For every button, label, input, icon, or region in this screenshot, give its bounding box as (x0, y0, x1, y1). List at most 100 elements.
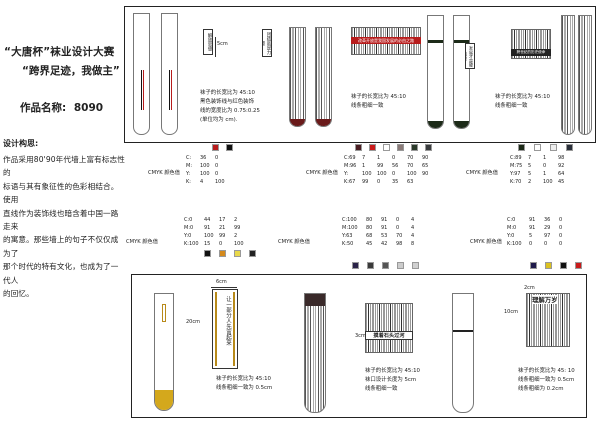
cmyk-cell: 70 (407, 155, 414, 161)
cmyk-cell: 91 (204, 225, 211, 232)
cmyk-cell: K:100 (507, 241, 522, 248)
dim-5cm-label: 5cm (217, 41, 228, 47)
cmyk-cell: M:96 (344, 163, 357, 170)
cmyk-label-5: CMYK 颜色值 (470, 239, 502, 245)
top-note-2: 袜子的长宽比为 45:10 线条粗细一致 (351, 93, 441, 111)
cmyk-cell: 100 (204, 233, 214, 240)
cmyk-cell: 91 (381, 217, 388, 223)
cmyk-cell: 0 (392, 171, 396, 178)
slogan-tag-4: 发展才是硬道理 (465, 43, 475, 69)
cmyk-cell: 0 (544, 241, 548, 248)
note-line: 线条粗细一致 (495, 103, 528, 109)
contest-subtitle: “跨界足迹，我做主” (22, 65, 120, 77)
cmyk-cell: 2 (234, 217, 238, 223)
cmyk-cell: 100 (543, 179, 553, 186)
cmyk-cell: C:0 (184, 217, 193, 223)
cmyk-cell: 99 (377, 163, 384, 170)
cmyk-cell: 99 (362, 179, 369, 186)
bottom-note-1: 袜子的长宽比为 45:10 线条粗细一致为 0.5cm (216, 375, 306, 393)
color-swatch (412, 262, 419, 269)
note-line: 线条粗细一致 (365, 386, 398, 392)
contest-title: “大唐杯”袜业设计大赛 (4, 46, 115, 58)
bottom-design-panel: 6cm 20cm 让一部分人先富起来 3cm 摸着石头过河 袜子的长宽比为 45… (131, 274, 587, 418)
cmyk-cell: 4 (200, 179, 204, 186)
bottom-note-2: 袜子的长宽比为 45:10 袜口设计长度为 5cm 线条粗细一致 (365, 367, 455, 394)
note-line: 黑色装饰线与红色装饰 (200, 99, 254, 105)
cmyk-cell: K:50 (342, 241, 354, 248)
color-swatch (530, 262, 537, 269)
dim-line (211, 287, 237, 288)
cmyk-cell: 100 (200, 163, 210, 170)
cmyk-cell: M:75 (510, 163, 523, 170)
cmyk-cell: 7 (362, 155, 366, 161)
color-swatch (355, 144, 362, 151)
top-design-panel: 解放思想 5cm 团结就是力量 袜子的长宽比为 45:10 黑色装饰线与红色装饰… (124, 6, 596, 143)
cmyk-cell: 1 (377, 155, 381, 161)
slogan-tag-5: 跨世纪的历史使命 (511, 49, 551, 56)
cmyk-cell: 91 (529, 217, 536, 223)
slogan-tag-b2: 让一部分人先富起来 (225, 296, 231, 346)
concept-line: 直线作为装饰线也暗含着中国一路走来 (3, 208, 119, 232)
sock-6 (304, 293, 326, 413)
cmyk-cell: 0 (215, 155, 219, 161)
cmyk-cell: 100 (377, 171, 387, 178)
cmyk-cell: 56 (392, 163, 399, 170)
cmyk-cell: C: (186, 155, 192, 161)
cmyk-cell: 44 (204, 217, 211, 223)
dim-6cm-label: 6cm (216, 279, 227, 285)
cmyk-cell: 0 (396, 225, 400, 232)
color-swatch (383, 144, 390, 151)
note-line: 线的宽度比为 0.75:0.25 (200, 108, 260, 114)
color-swatch (204, 250, 211, 257)
dim-line (215, 37, 216, 57)
sock-2b (315, 27, 332, 127)
cmyk-cell: C:100 (342, 217, 357, 223)
concept-line: 作品采用80'90年代墙上富有标志性的 (3, 155, 125, 178)
cmyk-cell: 53 (381, 233, 388, 240)
color-swatch (212, 144, 219, 151)
cmyk-cell: 4 (411, 217, 415, 223)
bottom-note-3: 袜子的长宽比为 45: 10 线条粗细一致为 0.5cm 线条粗细为 0.2cm (518, 367, 588, 394)
concept-line: 的寓意。那些墙上的句子不仅仅成为了 (3, 235, 119, 258)
cmyk-cell: C:89 (510, 155, 522, 161)
note-line: (单位均为 cm). (200, 117, 238, 123)
cmyk-cell: 35 (392, 179, 399, 186)
cmyk-cell: 2 (528, 179, 532, 186)
cmyk-cell: K:67 (344, 179, 356, 186)
cmyk-cell: 0 (396, 217, 400, 223)
cmyk-cell: Y:0 (184, 233, 192, 240)
color-swatch (249, 250, 256, 257)
cmyk-cell: 70 (407, 163, 414, 170)
note-line: 袜子的长宽比为 45: 10 (518, 368, 575, 374)
cmyk-cell: 1 (543, 155, 547, 161)
sock-3b (453, 15, 470, 129)
cmyk-cell: M:0 (507, 225, 517, 232)
cmyk-cell: 5 (529, 233, 533, 240)
color-swatch (560, 262, 567, 269)
cmyk-cell: M: (186, 163, 192, 170)
sock-7 (452, 293, 474, 413)
top-note-3: 袜子的长宽比为 45:10 线条粗细一致 (495, 93, 585, 111)
sock-5-toe (155, 390, 173, 410)
dim-20cm-label: 20cm (186, 319, 200, 325)
slogan-tag-b5: 理解万岁 (532, 295, 558, 304)
color-swatch (518, 144, 525, 151)
cmyk-cell: 1 (362, 163, 366, 170)
concept-block: 设计构思: 作品采用80'90年代墙上富有标志性的 标语与其有象征性的色彩相结合… (3, 138, 125, 300)
sock-4a (561, 15, 575, 135)
cmyk-cell: K:70 (510, 179, 522, 186)
slogan-card-1: 让一部分人先富起来 (212, 289, 238, 369)
cmyk-cell: 2 (234, 233, 238, 240)
slogan-tag-1: 解放思想 (203, 29, 213, 55)
color-swatch (425, 144, 432, 151)
cmyk-cell: K: (186, 179, 191, 186)
cmyk-cell: 45 (366, 241, 373, 248)
color-swatch (397, 262, 404, 269)
slogan-tag-b4: 摸着石头过河 (365, 331, 413, 340)
note-line: 袜子的长宽比为 45:10 (216, 376, 271, 382)
cmyk-cell: 63 (407, 179, 414, 186)
cmyk-cell: 100 (215, 179, 225, 186)
